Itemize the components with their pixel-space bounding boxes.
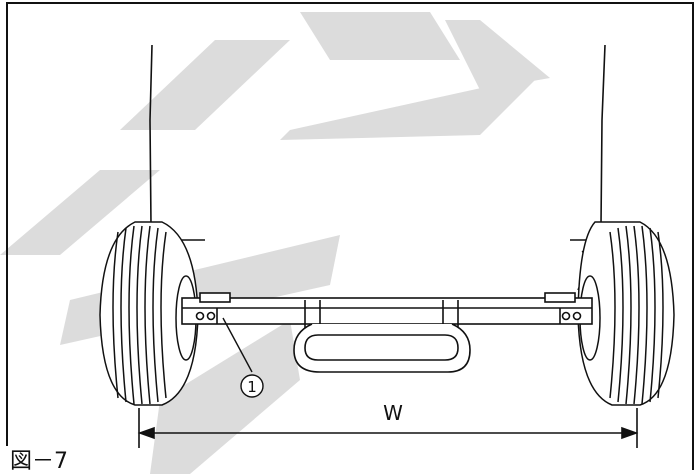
dimension-label: W xyxy=(383,401,403,425)
callout-number: 1 xyxy=(247,378,257,396)
caption-background xyxy=(0,446,92,474)
watermark-logo xyxy=(0,12,550,474)
left-wheel xyxy=(99,221,199,406)
dimension-line xyxy=(137,408,639,448)
callout-marker xyxy=(240,374,264,398)
axle-beam xyxy=(181,292,593,325)
center-hitch xyxy=(293,300,471,373)
frame-border xyxy=(6,2,694,470)
figure-caption: 図－7 xyxy=(10,449,68,474)
right-wheel xyxy=(577,221,675,406)
callout xyxy=(222,317,264,398)
